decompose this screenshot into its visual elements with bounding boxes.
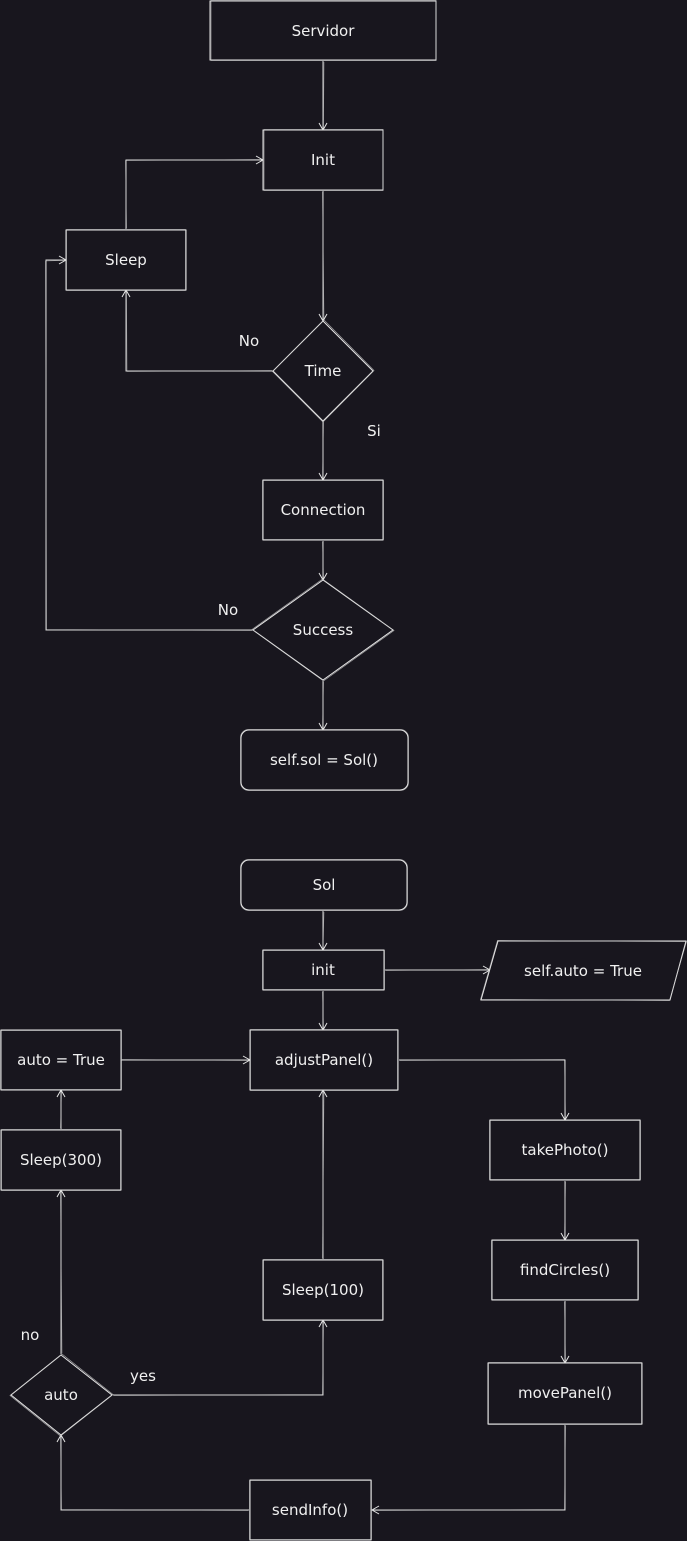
node-init-bottom-label: init	[311, 961, 335, 979]
edges-bottom	[56, 911, 570, 1515]
node-find-circles-label: findCircles()	[520, 1261, 610, 1279]
edge-label-time-si: Si	[367, 422, 381, 440]
edge-sleep300-autotrue	[56, 1088, 66, 1129]
edge-time-sleep	[121, 288, 273, 372]
node-auto-decision-label: auto	[44, 1386, 78, 1404]
node-move-panel[interactable]: movePanel()	[487, 1362, 643, 1425]
node-auto-true[interactable]: auto = True	[0, 1029, 122, 1091]
node-self-auto[interactable]: self.auto = True	[480, 940, 687, 1001]
edge-auto-sleep300	[56, 1188, 66, 1354]
node-sleep-300[interactable]: Sleep(300)	[0, 1129, 122, 1191]
node-time[interactable]: Time	[272, 319, 375, 423]
node-sleep-100-label: Sleep(100)	[282, 1281, 364, 1299]
node-self-sol[interactable]: self.sol = Sol()	[240, 729, 409, 791]
edge-init-selfauto	[385, 965, 492, 975]
edge-adjustpanel-takephoto	[399, 1059, 570, 1122]
node-move-panel-label: movePanel()	[518, 1384, 612, 1402]
node-sleep-top[interactable]: Sleep	[65, 229, 187, 291]
edges-top	[45, 61, 328, 732]
node-success[interactable]: Success	[251, 578, 395, 682]
node-adjust-panel[interactable]: adjustPanel()	[249, 1029, 399, 1091]
node-servidor-label: Servidor	[292, 22, 356, 40]
edge-sendinfo-auto	[56, 1433, 249, 1511]
node-adjust-panel-label: adjustPanel()	[275, 1051, 373, 1069]
node-sleep-300-label: Sleep(300)	[20, 1151, 102, 1169]
edge-movepanel-sendinfo	[370, 1425, 566, 1515]
node-take-photo-label: takePhoto()	[522, 1141, 609, 1159]
node-success-label: Success	[293, 621, 354, 639]
node-sleep-top-label: Sleep	[105, 251, 147, 269]
node-servidor[interactable]: Servidor	[209, 0, 437, 61]
edge-time-connection	[318, 421, 328, 482]
edge-label-auto-yes: yes	[130, 1367, 156, 1385]
node-init-top-label: Init	[311, 151, 335, 169]
node-send-info-label: sendInfo()	[272, 1501, 348, 1519]
edge-init-time	[318, 191, 328, 323]
edge-sleep-init	[125, 155, 265, 229]
edge-connection-success	[318, 541, 328, 582]
node-sol-label: Sol	[313, 876, 336, 894]
node-self-auto-label: self.auto = True	[524, 962, 642, 980]
edge-servidor-init	[318, 61, 328, 132]
edge-success-selfsol	[318, 681, 328, 732]
edge-takephoto-findcircles	[560, 1181, 570, 1242]
node-init-bottom[interactable]: init	[262, 949, 385, 991]
node-sol[interactable]: Sol	[240, 859, 408, 911]
edge-findcircles-movepanel	[560, 1301, 570, 1365]
node-init-top[interactable]: Init	[262, 129, 384, 191]
edge-label-auto-no: no	[21, 1326, 40, 1344]
node-auto-decision[interactable]: auto	[9, 1353, 114, 1437]
edge-label-success-no: No	[218, 601, 238, 619]
edge-sol-init	[318, 911, 328, 952]
node-take-photo[interactable]: takePhoto()	[489, 1119, 641, 1181]
edge-label-time-no: No	[239, 332, 259, 350]
node-send-info[interactable]: sendInfo()	[249, 1479, 372, 1541]
node-self-sol-label: self.sol = Sol()	[270, 751, 378, 769]
edge-init-adjustpanel	[318, 991, 328, 1032]
node-find-circles[interactable]: findCircles()	[491, 1239, 639, 1301]
node-connection-label: Connection	[281, 501, 366, 519]
edge-sleep100-adjustpanel	[318, 1088, 328, 1259]
node-time-label: Time	[304, 362, 342, 380]
edge-success-sleep	[45, 255, 253, 631]
edge-autotrue-adjustpanel	[121, 1055, 252, 1065]
node-sleep-100[interactable]: Sleep(100)	[262, 1259, 384, 1321]
node-auto-true-label: auto = True	[17, 1051, 105, 1069]
node-connection[interactable]: Connection	[262, 479, 384, 541]
